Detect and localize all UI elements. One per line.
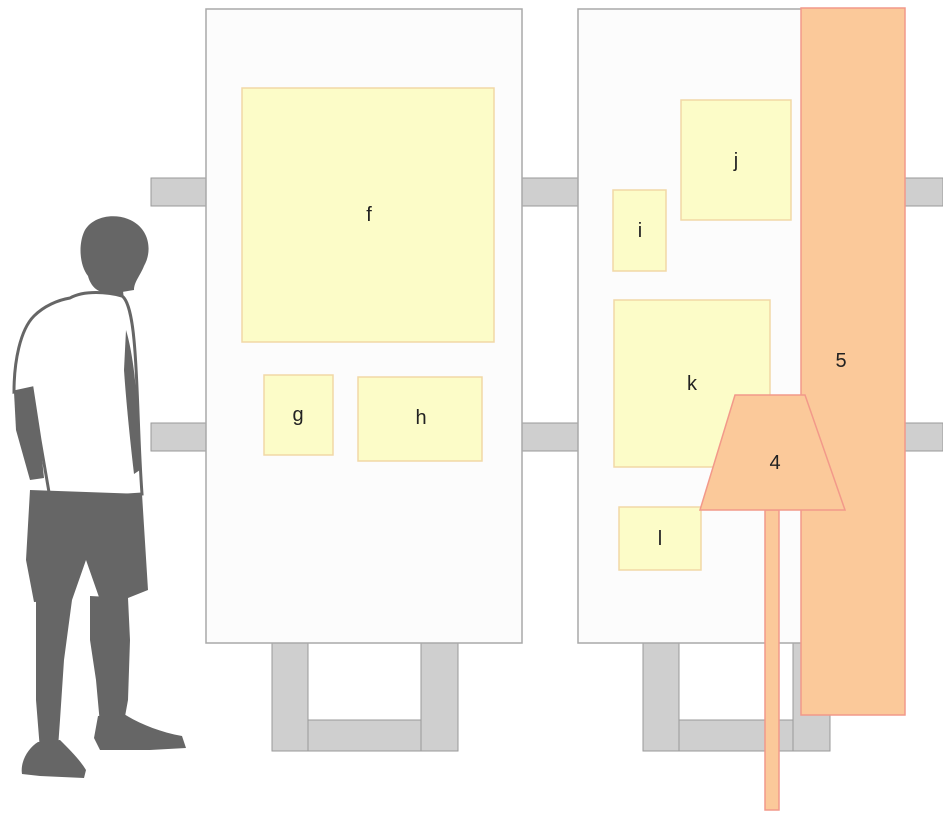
base-leg-left (271, 642, 309, 752)
connector-left-upper (150, 177, 207, 207)
frame-i-label: i (638, 220, 642, 242)
frame-h: h (357, 376, 483, 462)
frame-l-label: l (658, 528, 662, 550)
lamp-4-label: 4 (769, 452, 780, 474)
frame-h-label: h (415, 407, 426, 429)
lamp-4-shade (698, 394, 847, 511)
person-silhouette-icon (12, 216, 186, 778)
connector-right-upper (903, 177, 943, 207)
base-crossbar (307, 719, 422, 752)
base-leg-right (420, 642, 459, 752)
column-5: 5 (800, 7, 906, 716)
connector-middle-upper (520, 177, 579, 207)
connector-right-lower (903, 422, 943, 452)
frame-j: j (680, 99, 792, 221)
frame-i: i (612, 189, 667, 272)
column-5-label: 5 (835, 350, 846, 372)
panel-one: f g h (205, 8, 523, 644)
frame-f: f (241, 87, 495, 343)
panel-one-base (271, 642, 459, 752)
frame-k-label: k (687, 373, 698, 395)
base-leg-left (642, 642, 680, 752)
frame-j-label: j (733, 150, 738, 172)
lamp-4: 4 (698, 394, 847, 811)
connectors (150, 177, 943, 452)
frame-g-label: g (292, 404, 303, 426)
connector-middle-lower (520, 422, 579, 452)
frame-l: l (618, 506, 702, 571)
frame-f-label: f (366, 204, 372, 226)
frame-g: g (263, 374, 334, 456)
connector-left-lower (150, 422, 207, 452)
lamp-4-pole (764, 509, 780, 811)
